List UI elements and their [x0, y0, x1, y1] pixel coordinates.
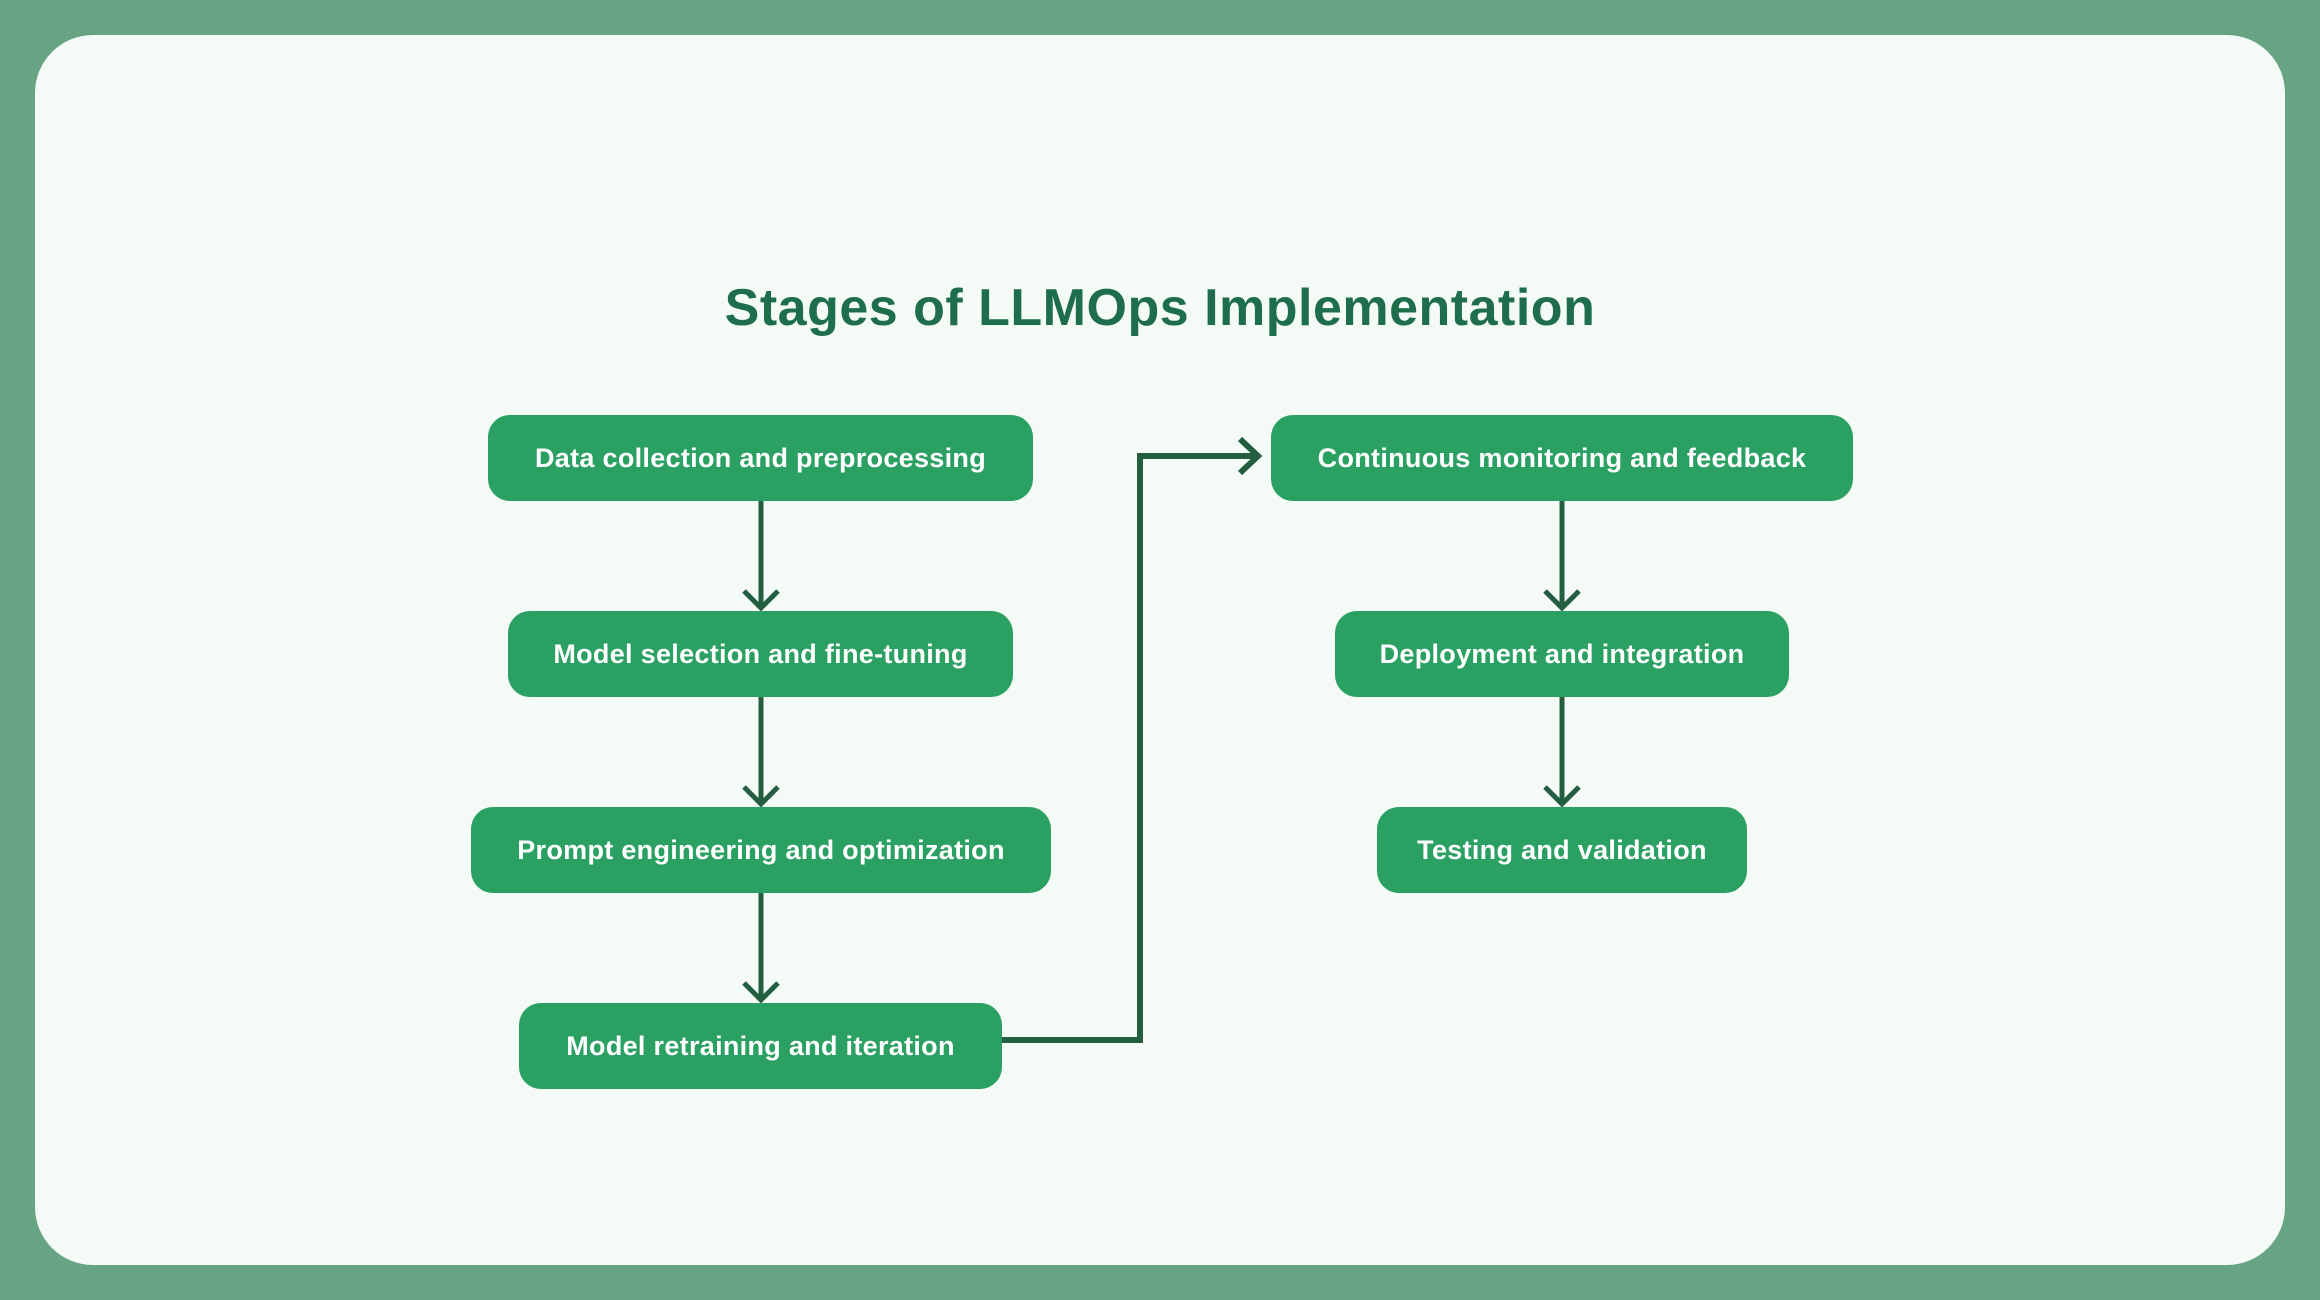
- node-label: Testing and validation: [1417, 834, 1707, 865]
- flow-node-deployment-and-integration: Deployment and integration: [1335, 611, 1789, 697]
- flow-node-testing-and-validation: Testing and validation: [1377, 807, 1747, 893]
- arrow-node3-to-node4: [742, 892, 780, 1004]
- diagram-card: Stages of LLMOps Implementation: [35, 35, 2285, 1265]
- arrow-node5-to-node6: [1543, 500, 1581, 612]
- arrow-node4-to-node5: [1002, 436, 1263, 1043]
- arrow-node1-to-node2: [742, 500, 780, 612]
- node-label: Data collection and preprocessing: [534, 442, 986, 473]
- node-label: Deployment and integration: [1379, 638, 1745, 669]
- node-label: Prompt engineering and optimization: [517, 834, 1005, 865]
- flow-node-prompt-engineering-and-optimization: Prompt engineering and optimization: [471, 807, 1051, 893]
- arrow-node6-to-node7: [1543, 696, 1581, 808]
- node-label: Continuous monitoring and feedback: [1317, 442, 1807, 473]
- flow-node-model-selection-and-fine-tuning: Model selection and fine-tuning: [508, 611, 1013, 697]
- node-label: Model retraining and iteration: [566, 1030, 955, 1061]
- flow-node-continuous-monitoring-and-feedback: Continuous monitoring and feedback: [1271, 415, 1853, 501]
- page-title: Stages of LLMOps Implementation: [724, 279, 1596, 337]
- flow-node-data-collection-and-preprocessing: Data collection and preprocessing: [488, 415, 1033, 501]
- flow-node-model-retraining-and-iteration: Model retraining and iteration: [519, 1003, 1002, 1089]
- arrow-node2-to-node3: [742, 696, 780, 808]
- node-label: Model selection and fine-tuning: [553, 638, 968, 669]
